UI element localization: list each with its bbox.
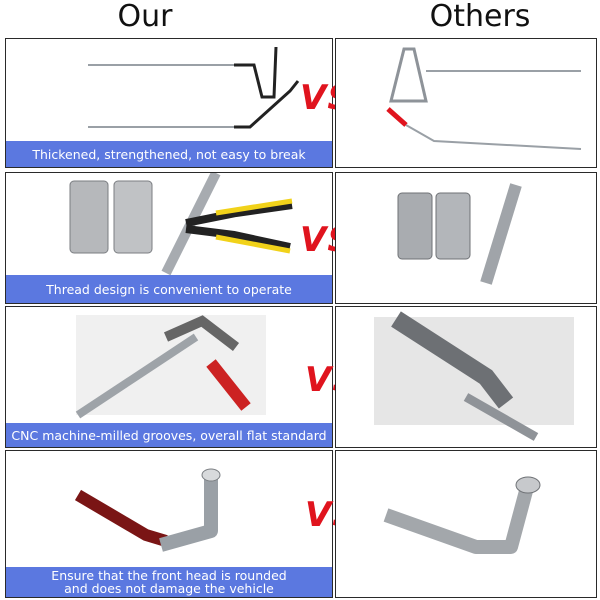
row1-caption: Thickened, strengthened, not easy to bre…	[6, 141, 332, 167]
others-groove-illustration	[374, 311, 574, 441]
row2-caption: Thread design is convenient to operate	[6, 275, 332, 303]
our-groove-illustration	[75, 315, 266, 419]
our-rounded-head-illustration	[74, 468, 221, 552]
row4-caption: Ensure that the front head is rounded an…	[6, 567, 332, 597]
others-rods-illustration	[386, 47, 582, 150]
row4-caption-line1: Ensure that the front head is rounded	[51, 568, 287, 583]
row2-our-panel: Thread design is convenient to operate	[5, 172, 333, 304]
row4-caption-line2: and does not damage the vehicle	[64, 581, 274, 596]
our-thread-illustration	[69, 173, 293, 276]
row1-our-panel: Thickened, strengthened, not easy to bre…	[5, 38, 333, 168]
row4-our-panel: Ensure that the front head is rounded an…	[5, 450, 333, 598]
our-rods-illustration	[88, 46, 300, 129]
row4-others-panel	[335, 450, 597, 598]
row3-our-panel: CNC machine-milled grooves, overall flat…	[5, 306, 333, 448]
header-others: Others	[429, 0, 531, 34]
row3-caption: CNC machine-milled grooves, overall flat…	[6, 423, 332, 447]
row3-others-panel	[335, 306, 597, 448]
row1-others-panel	[335, 38, 597, 168]
header-our: Our	[117, 0, 173, 34]
others-flat-head-illustration	[383, 476, 541, 554]
row2-others-panel	[335, 172, 597, 304]
others-thread-illustration	[397, 183, 522, 285]
